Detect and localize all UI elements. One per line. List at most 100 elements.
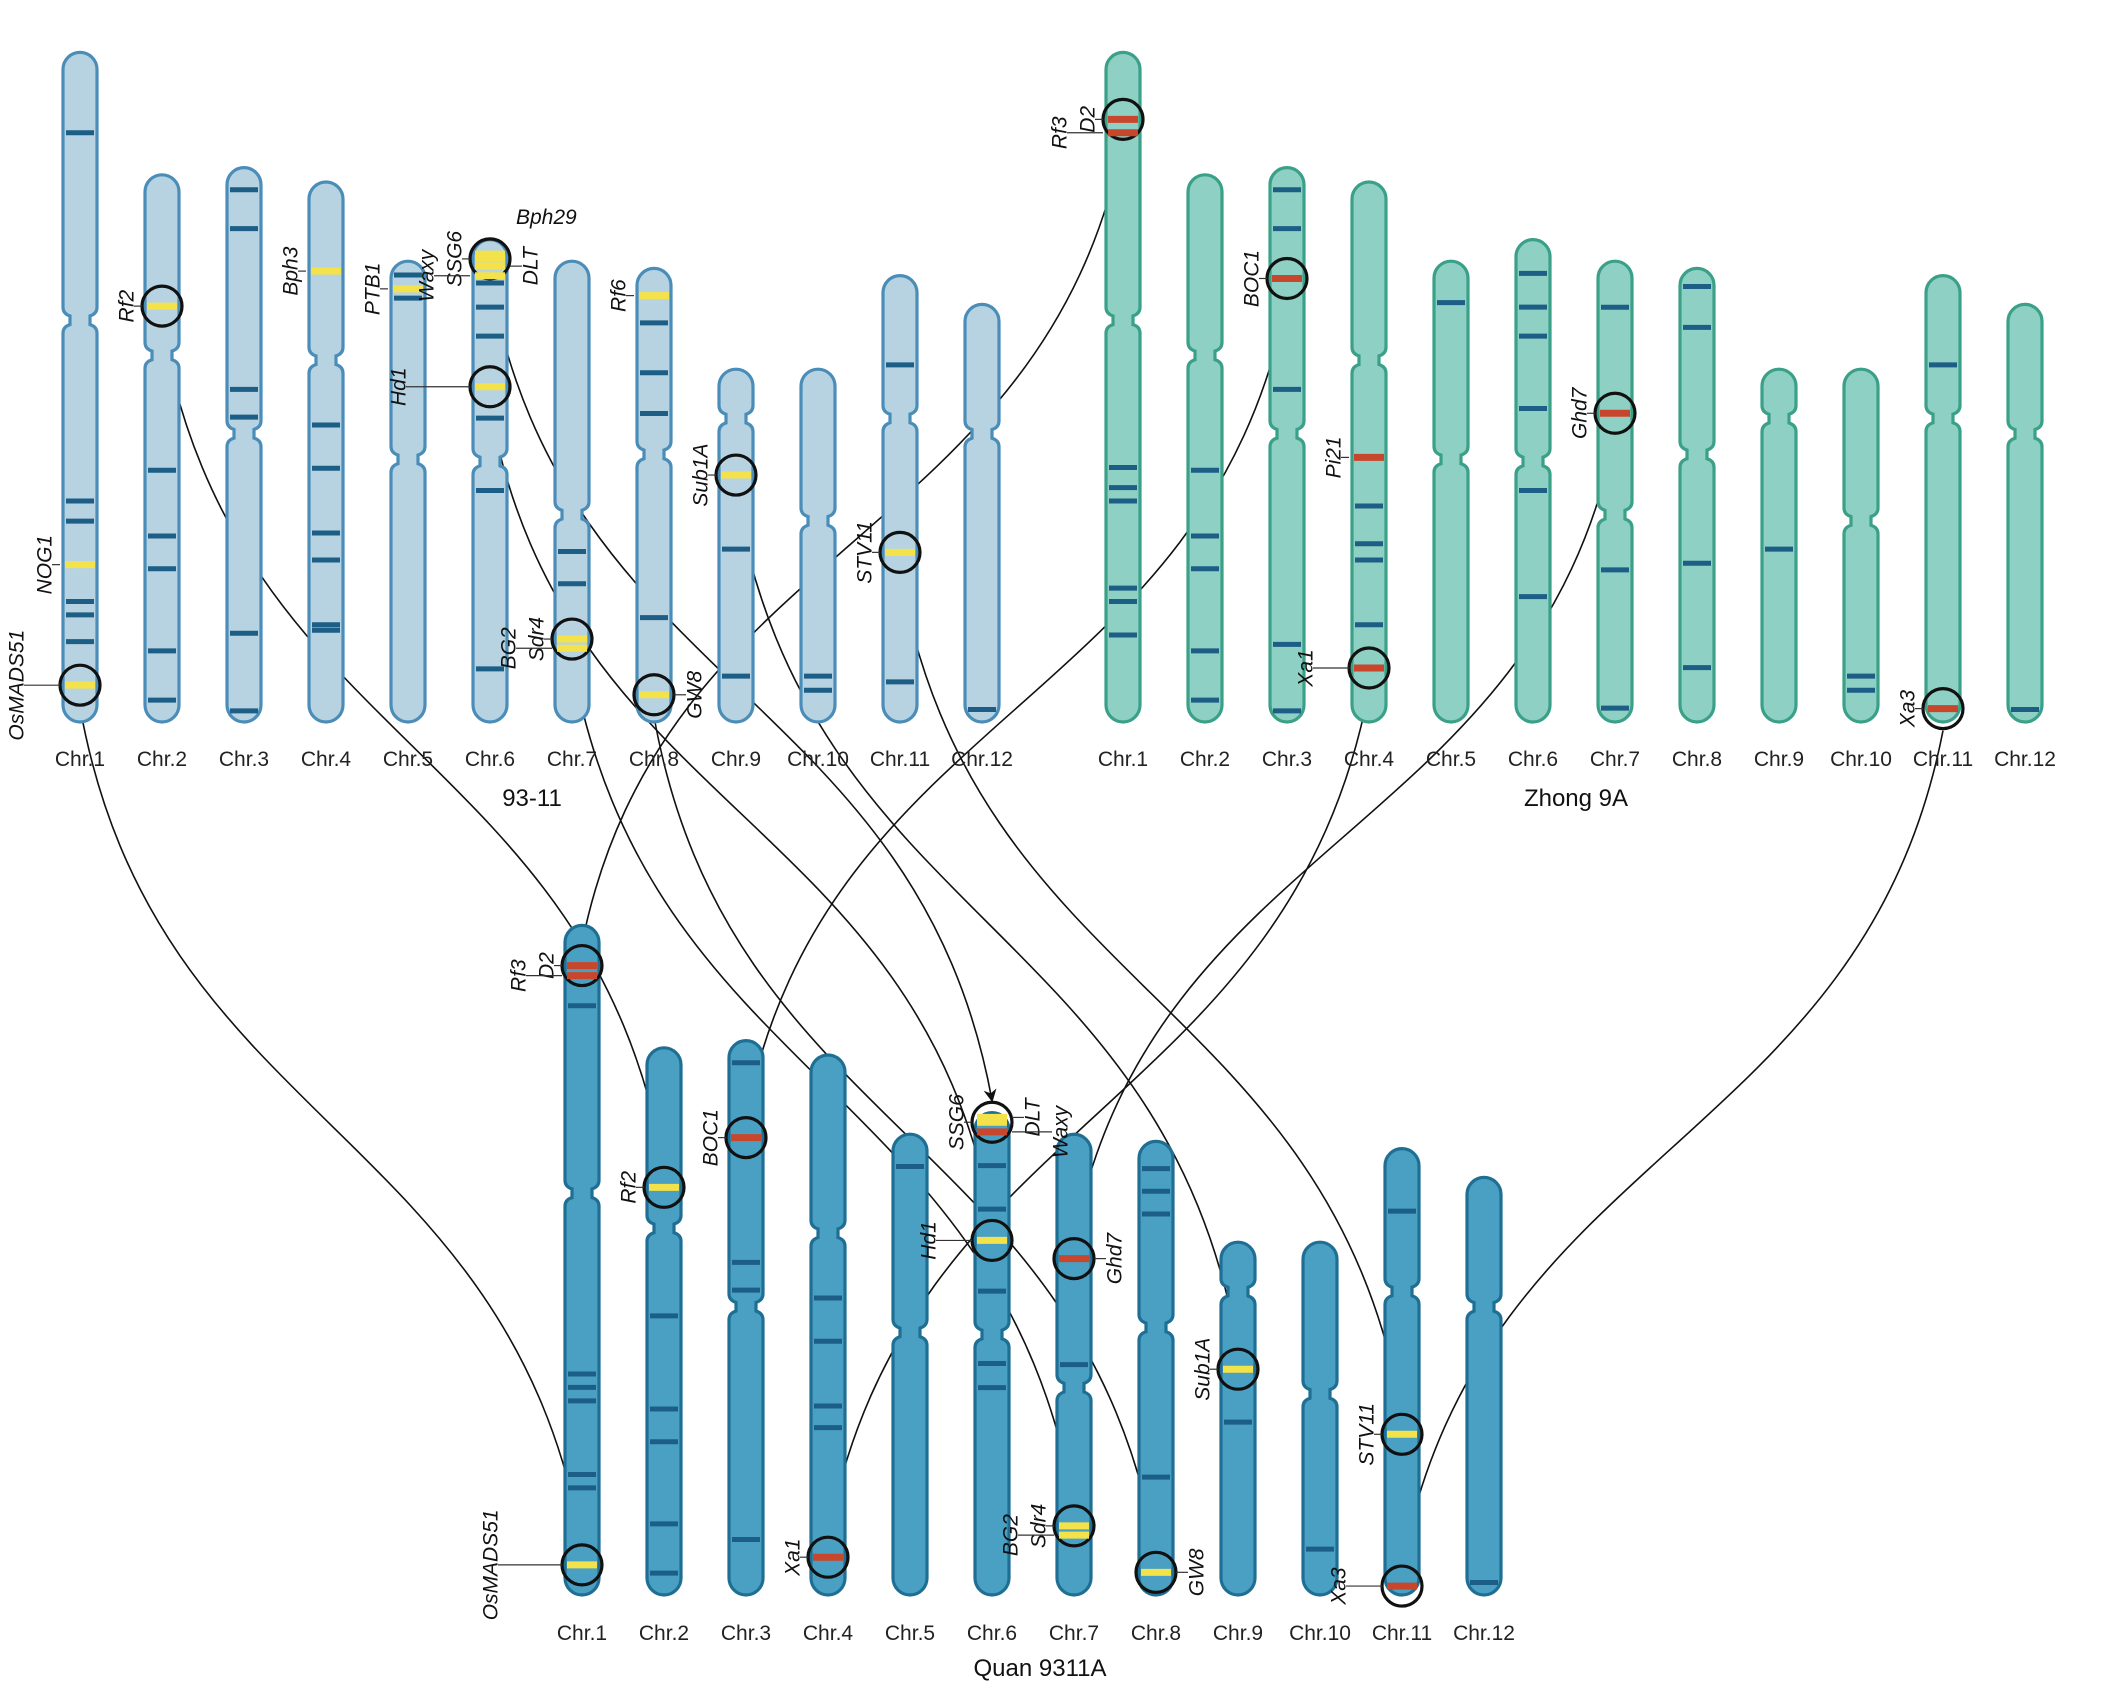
chromosome-body [1678, 266, 1716, 724]
gene-label: Waxy [415, 248, 438, 302]
chromosome-body [727, 1039, 765, 1597]
chromosome-body [891, 1132, 929, 1597]
gene-marker-waxy: Waxy [415, 248, 505, 302]
chromosome-label: Chr.5 [885, 1622, 935, 1645]
chromosome-label: Chr.6 [967, 1622, 1017, 1645]
chromosome-label: Chr.8 [1131, 1622, 1181, 1645]
chromosome-chr-5: Chr.5 [1426, 259, 1476, 771]
gene-link-xa1 [823, 689, 1370, 1538]
chromosome-body [1924, 274, 1962, 724]
chromosome-body [1760, 367, 1798, 724]
chromosome-label: Chr.11 [870, 748, 930, 771]
gene-marker-sub1a: Sub1A [1191, 1338, 1260, 1401]
gene-marker-d2: D2 [535, 943, 604, 988]
chromosome-body [1383, 1147, 1421, 1597]
gene-label: Hd1 [387, 367, 410, 406]
chromosome-chr-3: Chr.3 [721, 1039, 771, 1645]
chromosome-chr-2: Chr.2 [639, 1046, 689, 1645]
chromosome-chr-7: Chr.7 [1590, 259, 1640, 771]
gene-marker-bg2: BG2 [497, 627, 587, 669]
chromosome-body [1301, 1240, 1339, 1597]
gene-marker-bg2: BG2 [999, 1514, 1089, 1556]
chromosome-body [635, 266, 673, 724]
gene-label: Bph29 [516, 206, 577, 229]
gene-marker-osmads51: OsMADS51 [479, 1509, 604, 1620]
chromosome-body [1350, 180, 1388, 724]
gene-link-osmads51 [79, 707, 587, 1546]
gene-marker-dlt: DLT [475, 245, 542, 285]
gene-label: Sdr4 [525, 617, 548, 661]
gene-label: Pi21 [1322, 436, 1345, 478]
gene-label: Rf2 [617, 1171, 640, 1204]
chromosome-body [563, 923, 601, 1597]
chromosome-chr-8: Chr.8 [629, 266, 679, 771]
chromosome-chr-1: Chr.1 [557, 923, 607, 1645]
chromosome-label: Chr.12 [1994, 748, 2056, 771]
gene-marker-rf3: Rf3 [1048, 116, 1138, 149]
chromosome-body [1268, 166, 1306, 724]
chromosome-body [645, 1046, 683, 1597]
gene-label: NOG1 [33, 535, 56, 595]
gene-marker-bph29: Bph29 [475, 206, 577, 258]
chromosome-body [143, 173, 181, 724]
chromosome-chr-7: Chr.7 [547, 259, 597, 771]
gene-marker-sub1a: Sub1A [689, 444, 758, 507]
gene-marker-gw8: GW8 [632, 671, 706, 719]
gene-marker-xa3: Xa3 [1327, 1564, 1424, 1608]
chromosome-chr-11: Chr.11 [1372, 1147, 1432, 1645]
chromosome-chr-1: Chr.1 [55, 50, 105, 771]
chromosome-chr-8: Chr.8 [1672, 266, 1722, 771]
chromosome-chr-1: Chr.1 [1098, 50, 1148, 771]
gene-label: Hd1 [917, 1221, 940, 1260]
chromosome-label: Chr.6 [1508, 748, 1558, 771]
chromosome-body [225, 166, 263, 724]
gene-marker-xa3: Xa3 [1896, 687, 1965, 731]
chromosome-chr-5: Chr.5 [885, 1132, 935, 1645]
chromosome-label: Chr.10 [1289, 1622, 1351, 1645]
gene-marker-gw8: GW8 [1134, 1548, 1208, 1596]
chromosome-body [61, 50, 99, 724]
gene-marker-d2: D2 [1076, 97, 1145, 141]
chromosome-body [1104, 50, 1142, 724]
gene-link-xa3 [1397, 730, 1944, 1567]
gene-label: SSG6 [443, 231, 466, 287]
gene-link-d2 [577, 141, 1124, 946]
gene-marker-rf3: Rf3 [507, 959, 597, 992]
chromosome-label: Chr.9 [711, 748, 761, 771]
chromosome-label: Chr.3 [721, 1622, 771, 1645]
chromosome-body [963, 302, 1001, 724]
chromosome-label: Chr.6 [465, 748, 515, 771]
gene-marker-boc1: BOC1 [1240, 250, 1309, 307]
gene-label: GW8 [683, 671, 706, 719]
chromosome-body [1219, 1240, 1257, 1597]
chromosome-body [389, 259, 427, 724]
gene-label: STV11 [1355, 1403, 1378, 1466]
chromosome-chr-6: Chr.6 [1508, 238, 1558, 771]
chromosome-chr-6: Chr.6 [465, 238, 515, 771]
chromosome-chr-3: Chr.3 [1262, 166, 1312, 771]
gene-marker-dlt: DLT [977, 1096, 1044, 1136]
genome-title-quan-9311a: Quan 9311A [974, 1655, 1107, 1682]
chromosome-chr-12: Chr.12 [951, 302, 1013, 771]
gene-link-hd1 [489, 408, 997, 1221]
chromosome-label: Chr.4 [301, 748, 352, 771]
gene-label: Sub1A [1191, 1338, 1214, 1401]
gene-marker-ghd7: Ghd7 [1052, 1232, 1126, 1284]
chromosome-body [1596, 259, 1634, 724]
gene-label: Xa3 [1896, 690, 1919, 729]
gene-marker-hd1: Hd1 [917, 1218, 1014, 1263]
gene-label: Xa1 [781, 1539, 804, 1577]
gene-marker-sdr4: Sdr4 [525, 617, 594, 661]
gene-marker-nog1: NOG1 [33, 535, 95, 595]
chromosome-chr-6: Chr.6 [967, 1111, 1017, 1645]
gene-marker-waxy: Waxy [977, 1104, 1072, 1158]
chromosome-chr-12: Chr.12 [1453, 1175, 1515, 1645]
gene-label: Bph3 [279, 246, 302, 295]
chromosome-label: Chr.2 [639, 1622, 689, 1645]
chromosome-chr-9: Chr.9 [1754, 367, 1804, 771]
chromosome-chr-7: Chr.7 [1049, 1132, 1099, 1645]
gene-label: PTB1 [361, 263, 384, 316]
chromosome-body [1137, 1139, 1175, 1597]
gene-label: OsMADS51 [5, 630, 28, 741]
